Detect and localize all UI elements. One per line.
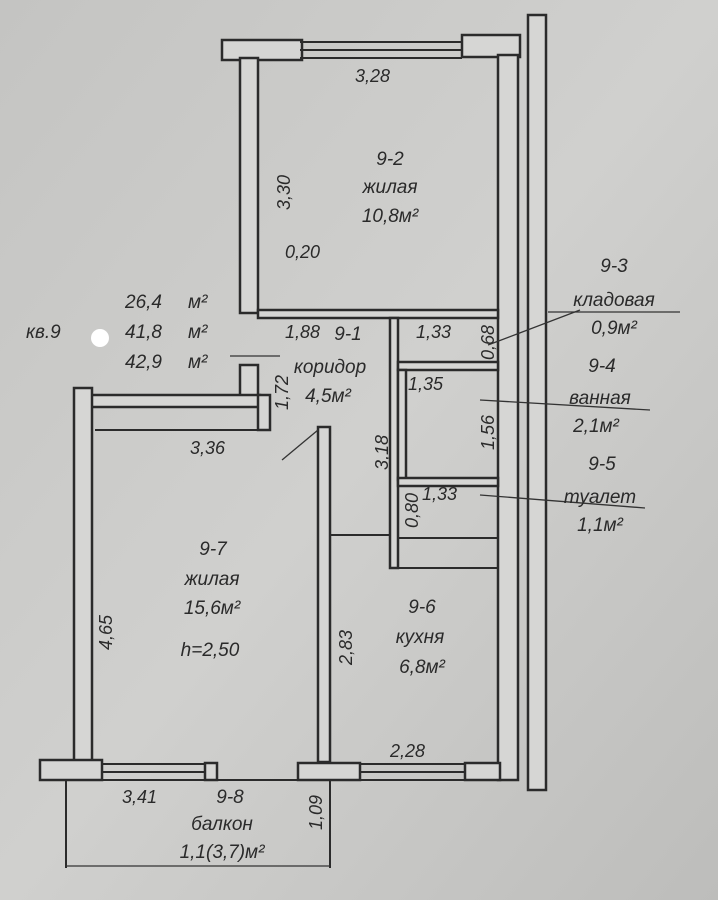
apartment-prefix: кв.9 xyxy=(26,322,61,343)
room-9-6-id: 9-6 xyxy=(408,597,436,618)
living-area-value: 26,4 xyxy=(124,292,162,313)
dim-1-33a: 1,33 xyxy=(416,322,451,342)
dim-0-20: 0,20 xyxy=(285,242,320,262)
room-9-1-name: коридор xyxy=(294,357,366,378)
total-with-balcony-value: 42,9 xyxy=(125,352,162,373)
room-labels: 9-2 жилая 10,8м² 9-1 коридор 4,5м² 9-3 к… xyxy=(180,149,655,863)
dim-4-65: 4,65 xyxy=(96,614,116,650)
dim-1-09: 1,09 xyxy=(306,795,326,830)
redaction-dot xyxy=(91,329,109,347)
room-9-2-id: 9-2 xyxy=(376,149,404,170)
dim-1-35: 1,35 xyxy=(408,374,444,394)
room-9-2-area: 10,8м² xyxy=(362,206,419,227)
room-9-1-id: 9-1 xyxy=(334,324,361,345)
room-9-8-id: 9-8 xyxy=(216,787,244,808)
total-area-value: 41,8 xyxy=(125,322,162,343)
room-9-7-name: жилая xyxy=(183,569,239,590)
dim-2-83: 2,83 xyxy=(336,630,356,666)
room-9-7-height: h=2,50 xyxy=(181,640,240,661)
unit: м² xyxy=(188,322,208,343)
room-9-7-id: 9-7 xyxy=(199,539,228,560)
room-9-8-name: балкон xyxy=(191,814,253,835)
room-9-3-area: 0,9м² xyxy=(591,318,637,339)
walls xyxy=(38,13,680,868)
dim-1-72: 1,72 xyxy=(272,375,292,410)
room-9-7-area: 15,6м² xyxy=(184,598,241,619)
room-9-6-name: кухня xyxy=(396,627,445,648)
dim-3-28: 3,28 xyxy=(355,66,390,86)
summary-block: 26,4 м² кв.9 41,8 м² 42,9 м² xyxy=(26,292,208,373)
dim-2-28: 2,28 xyxy=(389,741,425,761)
dim-0-68: 0,68 xyxy=(478,325,498,360)
dim-3-41: 3,41 xyxy=(122,787,157,807)
room-9-4-id: 9-4 xyxy=(588,356,615,377)
room-9-1-area: 4,5м² xyxy=(305,386,351,407)
dim-3-30: 3,30 xyxy=(274,175,294,210)
dim-1-33b: 1,33 xyxy=(422,484,457,504)
room-9-5-name: туалет xyxy=(564,487,636,508)
room-9-5-id: 9-5 xyxy=(588,454,616,475)
dim-3-18: 3,18 xyxy=(372,435,392,470)
room-9-5-area: 1,1м² xyxy=(577,515,623,536)
room-9-8-area: 1,1(3,7)м² xyxy=(180,842,266,863)
room-9-3-name: кладовая xyxy=(573,290,655,311)
room-9-4-name: ванная xyxy=(569,388,631,409)
dim-3-36: 3,36 xyxy=(190,438,226,458)
dim-1-56: 1,56 xyxy=(478,414,498,450)
dimension-labels: 3,28 3,30 0,20 1,88 1,33 0,68 1,72 1,35 … xyxy=(96,66,498,830)
dim-1-88: 1,88 xyxy=(285,322,320,342)
unit: м² xyxy=(188,292,208,313)
unit: м² xyxy=(188,352,208,373)
room-9-4-area: 2,1м² xyxy=(572,416,619,437)
room-9-3-id: 9-3 xyxy=(600,256,628,277)
room-9-6-area: 6,8м² xyxy=(399,657,445,678)
room-9-2-name: жилая xyxy=(361,177,417,198)
dim-0-80: 0,80 xyxy=(402,493,422,528)
